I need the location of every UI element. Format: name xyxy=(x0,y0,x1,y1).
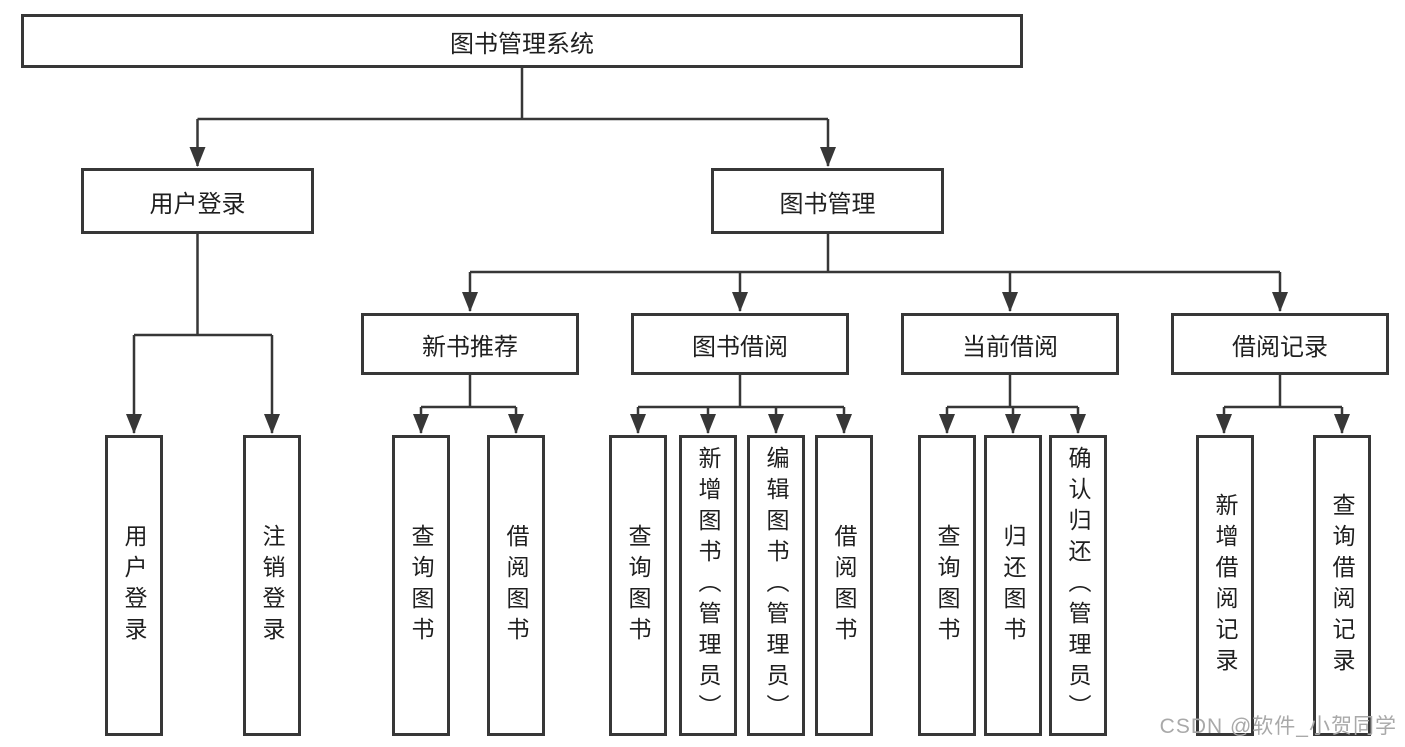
leaf-borrowing-borrow-books: 借阅图书 xyxy=(815,435,873,736)
node-borrowing-records: 借阅记录 xyxy=(1171,313,1389,375)
leaf-current-query-books: 查询图书 xyxy=(918,435,976,736)
leaf-edit-books-admin: 编辑图书（管理员） xyxy=(747,435,805,736)
node-book-management: 图书管理 xyxy=(711,168,944,234)
node-current-borrowing: 当前借阅 xyxy=(901,313,1119,375)
leaf-logout: 注销登录 xyxy=(243,435,301,736)
leaf-recommend-borrow-books: 借阅图书 xyxy=(487,435,545,736)
leaf-add-books-admin: 新增图书（管理员） xyxy=(679,435,737,736)
node-library-system: 图书管理系统 xyxy=(21,14,1023,68)
node-user-login: 用户登录 xyxy=(81,168,314,234)
leaf-return-books: 归还图书 xyxy=(984,435,1042,736)
csdn-watermark: CSDN @软件_小贺同学 xyxy=(1159,715,1397,738)
node-book-borrowing: 图书借阅 xyxy=(631,313,849,375)
node-new-book-recommendation: 新书推荐 xyxy=(361,313,579,375)
leaf-add-borrow-record: 新增借阅记录 xyxy=(1196,435,1254,736)
leaf-user-login: 用户登录 xyxy=(105,435,163,736)
leaf-confirm-return-admin: 确认归还（管理员） xyxy=(1049,435,1107,736)
leaf-borrowing-query-books: 查询图书 xyxy=(609,435,667,736)
leaf-recommend-query-books: 查询图书 xyxy=(392,435,450,736)
leaf-query-borrow-record: 查询借阅记录 xyxy=(1313,435,1371,736)
